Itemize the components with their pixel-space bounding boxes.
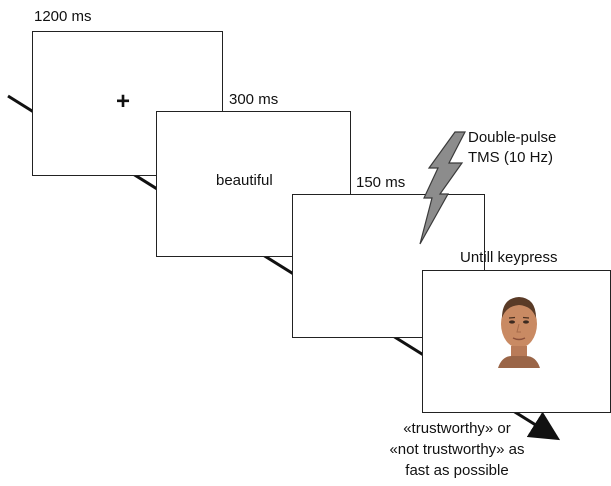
response-line-3: fast as possible	[405, 462, 509, 479]
blank-duration-label: 150 ms	[356, 174, 406, 191]
face-duration-label: Untill keypress	[460, 249, 558, 266]
response-instruction: «trustworthy» or «not trustworthy» as fa…	[372, 418, 542, 481]
prime-duration-label: 300 ms	[229, 91, 279, 108]
fixation-cross: +	[116, 88, 131, 115]
tms-label-line-1: Double-pulse	[468, 129, 557, 146]
face-image	[498, 297, 540, 368]
response-line-1: «trustworthy» or	[403, 420, 511, 437]
fixation-duration-label: 1200 ms	[34, 8, 92, 25]
tms-label: Double-pulse TMS (10 Hz)	[468, 128, 556, 168]
tms-label-line-2: TMS (10 Hz)	[468, 149, 554, 166]
prime-word: beautiful	[216, 172, 273, 189]
response-line-2: «not trustworthy» as	[389, 441, 525, 458]
